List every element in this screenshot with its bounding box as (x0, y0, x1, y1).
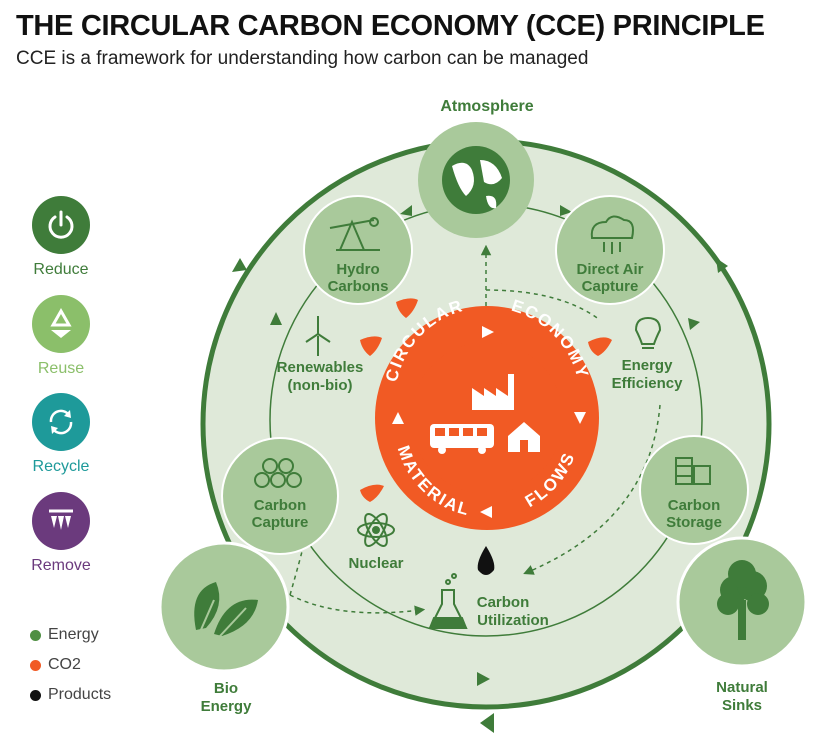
lightbulb-icon (634, 316, 662, 349)
utilization-label-1: Carbon (477, 594, 530, 611)
flow-dac (485, 289, 601, 321)
carbon-storage-node (639, 435, 749, 545)
oil-pump-icon (329, 217, 380, 251)
factory-bus-house-icon (430, 374, 540, 454)
capture-label-2: Capture (252, 514, 309, 531)
inner-arrow (400, 205, 412, 216)
renewables-label-1: Renewables (277, 359, 364, 376)
barrels-icon (675, 457, 711, 485)
co2-droplet (588, 337, 612, 356)
center-inner (411, 342, 563, 494)
direct-air-capture-node (555, 195, 665, 305)
bio-energy-node (158, 541, 290, 673)
inner-arrow (270, 312, 282, 325)
center-arrow (480, 506, 492, 518)
reduce-icon (32, 196, 90, 254)
cycle-arrows-icon (32, 393, 90, 451)
atom-icon (357, 513, 395, 547)
bio-label-1: Bio (214, 680, 238, 697)
flow-to-utilization (523, 404, 661, 575)
molecule-icon (254, 458, 302, 488)
storage-label-1: Carbon (668, 497, 721, 514)
page-subtitle: CCE is a framework for understanding how… (16, 48, 589, 69)
cloud-icon (590, 215, 634, 254)
flow-bio-to-utilization (289, 594, 426, 616)
co2-droplet (360, 484, 384, 502)
tree-icon (717, 560, 769, 640)
center-arrow (482, 326, 494, 338)
leaves-icon (194, 582, 258, 637)
center-arrow (392, 412, 404, 424)
natural-label-2: Sinks (722, 697, 762, 714)
co2-droplet (360, 336, 382, 356)
natural-label-1: Natural (716, 679, 768, 696)
outer-arrow-bottom (480, 713, 494, 733)
outer-arrow-left (232, 258, 247, 272)
key-co2: CO2 (30, 656, 81, 674)
utilization-label-2: Utilization (477, 612, 549, 629)
energy-eff-label-1: Energy (622, 357, 674, 374)
inner-arrow (688, 318, 700, 330)
inner-arrow (560, 205, 572, 216)
legend-remove: Remove (31, 557, 91, 574)
capture-label-1: Carbon (254, 497, 307, 514)
flask-icon (428, 573, 468, 629)
legend-reuse: Reuse (37, 360, 85, 377)
outer-arrow-right (716, 258, 728, 273)
hydro-label-1: Hydro (336, 261, 379, 278)
carbon-capture-node (221, 437, 339, 555)
renewables-label-2: (non-bio) (288, 377, 353, 394)
storage-label-2: Storage (666, 514, 722, 531)
inner-arrow (477, 672, 490, 686)
bio-label-2: Energy (201, 698, 253, 715)
co2-droplet (396, 298, 418, 318)
wind-turbine-icon (305, 316, 331, 356)
legend-recycle: Recycle (32, 458, 90, 475)
products-droplet (477, 546, 495, 575)
center-arrow (574, 412, 586, 424)
key-energy: Energy (30, 626, 99, 644)
down-arrows-icon (32, 492, 90, 550)
nuclear-label: Nuclear (348, 555, 403, 572)
dac-label-2: Capture (582, 278, 639, 295)
legend-reduce: Reduce (33, 261, 89, 278)
dac-label-1: Direct Air (577, 261, 644, 278)
energy-eff-label-2: Efficiency (612, 375, 684, 392)
globe-icon (442, 146, 510, 214)
page-title: THE CIRCULAR CARBON ECONOMY (CCE) PRINCI… (16, 10, 765, 42)
recycle-icon (32, 295, 90, 353)
flow-bio-to-capture (289, 539, 306, 596)
atmosphere-label: Atmosphere (440, 98, 533, 115)
hydro-label-2: Carbons (328, 278, 389, 295)
key-products: Products (30, 686, 111, 704)
